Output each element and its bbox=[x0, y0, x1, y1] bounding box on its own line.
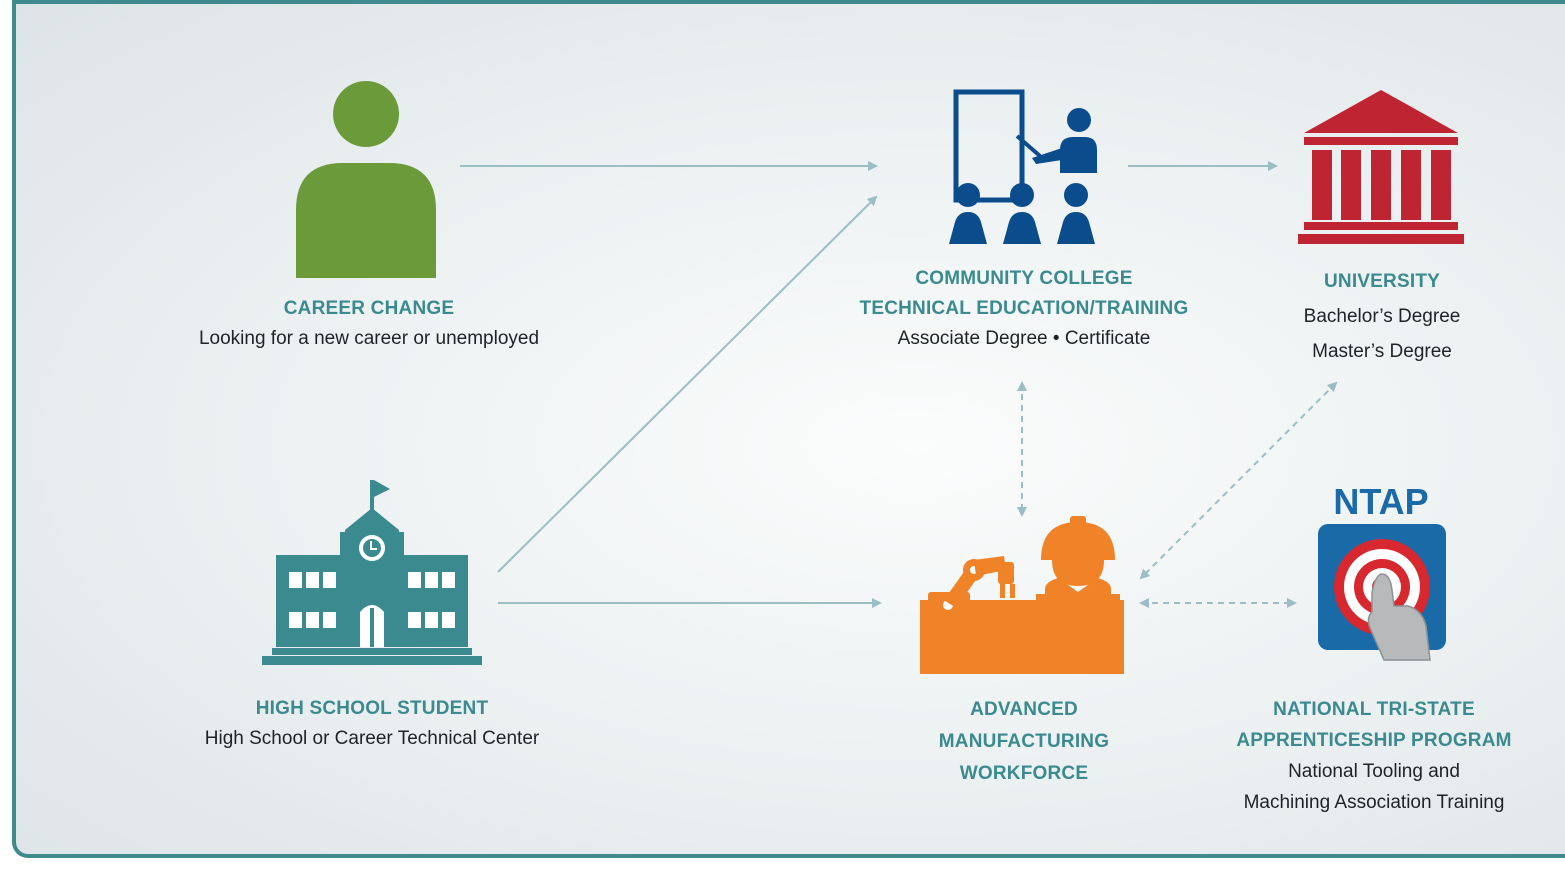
ntap-desc-1: National Tooling and bbox=[1288, 761, 1460, 782]
community-college-label: COMMUNITY COLLEGE TECHNICAL EDUCATION/TR… bbox=[834, 264, 1214, 354]
workforce-label: ADVANCED MANUFACTURING WORKFORCE bbox=[904, 694, 1144, 790]
high-school-label: HIGH SCHOOL STUDENT High School or Caree… bbox=[172, 694, 572, 754]
ntap-logo-text: NTAP bbox=[1333, 481, 1428, 522]
arrow-university-workforce bbox=[1139, 381, 1338, 580]
workforce-title-3: WORKFORCE bbox=[959, 763, 1089, 784]
workforce-title-1: ADVANCED bbox=[970, 699, 1078, 720]
community-college-title-2: TECHNICAL EDUCATION/TRAINING bbox=[859, 298, 1189, 319]
university-building-icon bbox=[1298, 90, 1464, 244]
community-college-desc: Associate Degree • Certificate bbox=[897, 328, 1151, 349]
career-change-desc: Looking for a new career or unemployed bbox=[198, 328, 540, 349]
workforce-title-2: MANUFACTURING bbox=[938, 731, 1110, 752]
university-title: UNIVERSITY bbox=[1323, 271, 1441, 292]
factory-worker-icon bbox=[920, 516, 1124, 674]
arrows bbox=[460, 161, 1338, 608]
person-icon bbox=[296, 81, 436, 278]
ntap-label: NATIONAL TRI-STATE APPRENTICESHIP PROGRA… bbox=[1204, 694, 1544, 818]
classroom-icon bbox=[949, 89, 1097, 244]
ntap-desc-2: Machining Association Training bbox=[1243, 792, 1505, 813]
high-school-desc: High School or Career Technical Center bbox=[204, 728, 540, 749]
high-school-title: HIGH SCHOOL STUDENT bbox=[255, 698, 489, 719]
career-change-title: CAREER CHANGE bbox=[283, 298, 455, 319]
career-change-label: CAREER CHANGE Looking for a new career o… bbox=[169, 294, 569, 354]
university-degree-2: Master’s Degree bbox=[1312, 341, 1452, 362]
university-degree-1: Bachelor’s Degree bbox=[1303, 306, 1461, 327]
community-college-title-1: COMMUNITY COLLEGE bbox=[915, 268, 1133, 289]
school-building-icon bbox=[262, 480, 482, 665]
ntap-logo: NTAP bbox=[1318, 481, 1446, 661]
ntap-title-2: APPRENTICESHIP PROGRAM bbox=[1236, 730, 1512, 751]
ntap-title-1: NATIONAL TRI-STATE bbox=[1273, 699, 1475, 720]
university-label: UNIVERSITY Bachelor’s Degree Master’s De… bbox=[1262, 264, 1502, 369]
arrow-highschool-to-college bbox=[497, 195, 878, 573]
